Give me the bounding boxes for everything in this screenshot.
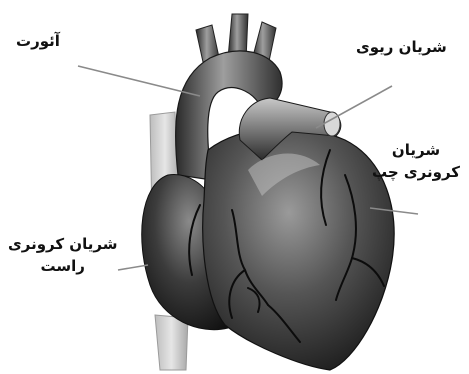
label-left-coronary-line2: کرونری چپ [372, 161, 460, 183]
label-right-coronary-artery: شریان کرونری راست [8, 233, 117, 277]
label-right-coronary-line2: راست [8, 255, 117, 277]
leader-line-right-coronary [118, 265, 148, 270]
leader-line-aorta [78, 66, 200, 96]
leader-line-pulmonary [316, 86, 392, 128]
label-left-coronary-line1: شریان [372, 139, 460, 161]
label-right-coronary-line1: شریان کرونری [8, 233, 117, 255]
label-aorta-text: آئورت [16, 30, 60, 52]
label-aorta: آئورت [16, 30, 60, 52]
label-pulmonary-artery-text: شریان ریوی [356, 36, 447, 58]
label-left-coronary-artery: شریان کرونری چپ [372, 139, 460, 183]
inferior-vena-cava [155, 315, 188, 370]
label-pulmonary-artery: شریان ریوی [356, 36, 447, 58]
